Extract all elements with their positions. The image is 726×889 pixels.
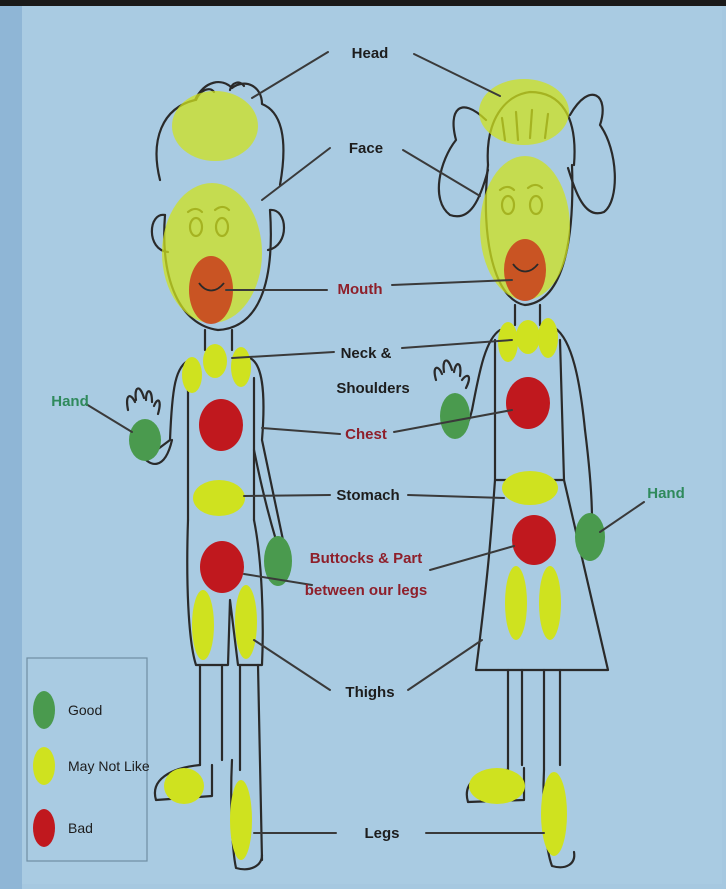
girl-zone-shoulder-left <box>498 322 518 362</box>
girl-zone-head <box>479 79 569 145</box>
boy-zone-leg-left <box>164 768 204 804</box>
girl-zone-leg-right <box>541 772 567 856</box>
label-legs: Legs <box>364 825 399 842</box>
label-thighs: Thighs <box>345 684 394 701</box>
label-hand-right: Hand <box>647 485 685 502</box>
label-hand-left: Hand <box>51 393 89 410</box>
label-stomach: Stomach <box>336 487 399 504</box>
label-head: Head <box>352 45 389 62</box>
legend-swatch-bad <box>33 809 55 847</box>
legend-swatch-good <box>33 691 55 729</box>
girl-zone-shoulder-right <box>538 318 558 358</box>
label-neck-line2: Shoulders <box>336 380 409 397</box>
boy-zone-thigh-left <box>192 590 214 660</box>
girl-zone-mouth <box>504 239 546 301</box>
boy-zone-shoulder-left <box>182 357 202 393</box>
label-neck-line1: Neck & <box>341 345 392 362</box>
legend-label-may-not-like: May Not Like <box>68 758 150 774</box>
legend-label-good: Good <box>68 702 102 718</box>
girl-zone-hand-left <box>440 393 470 439</box>
legend-label-bad: Bad <box>68 820 93 836</box>
girl-zone-thigh-left <box>505 566 527 640</box>
label-mouth: Mouth <box>338 281 383 298</box>
boy-zone-shoulder-right <box>231 347 251 387</box>
label-chest: Chest <box>345 426 387 443</box>
pointer-stomach-boy <box>244 495 330 496</box>
girl-zone-thigh-right <box>539 566 561 640</box>
label-face: Face <box>349 140 383 157</box>
boy-zone-stomach <box>193 480 245 516</box>
girl-zone-hand-right <box>575 513 605 561</box>
boy-zone-neck <box>203 344 227 378</box>
label-buttocks-line1: Buttocks & Part <box>310 550 423 567</box>
boy-zone-leg-right <box>230 780 252 860</box>
girl-zone-buttocks <box>512 515 556 565</box>
legend-swatch-may-not-like <box>33 747 55 785</box>
label-buttocks-line2: between our legs <box>305 582 428 599</box>
girl-zone-neck <box>516 320 540 354</box>
boy-zone-hand-left <box>129 419 161 461</box>
boy-zone-buttocks <box>200 541 244 593</box>
girl-zone-chest <box>506 377 550 429</box>
boy-zone-chest <box>199 399 243 451</box>
boy-zone-head <box>172 91 258 161</box>
boy-zone-thigh-right <box>235 585 257 659</box>
girl-zone-stomach <box>502 471 558 505</box>
girl-zone-leg-left <box>469 768 525 804</box>
